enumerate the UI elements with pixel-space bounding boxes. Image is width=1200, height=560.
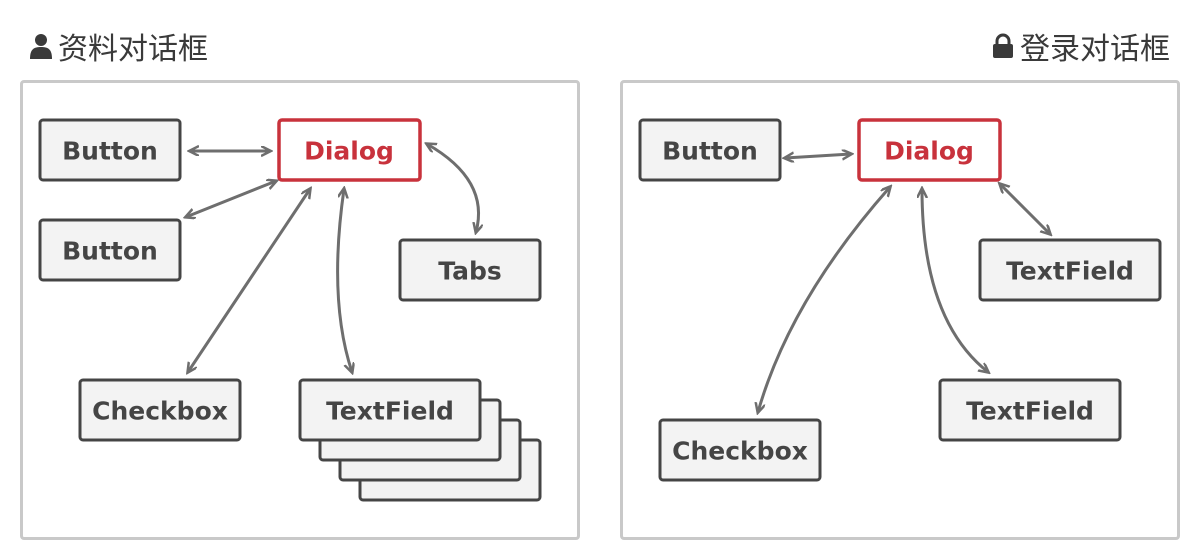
node-label: Button bbox=[62, 237, 158, 266]
panel-title-text: 资料对话框 bbox=[58, 32, 208, 67]
edge-group-left bbox=[186, 144, 479, 372]
dialog-node: Dialog bbox=[857, 118, 1002, 182]
lock-icon bbox=[992, 33, 1014, 59]
textfield-node: TextField bbox=[978, 238, 1162, 302]
panel-title-text: 登录对话框 bbox=[1020, 32, 1170, 67]
node-label: TextField bbox=[966, 397, 1094, 426]
edge-dialog-tabs bbox=[427, 144, 479, 232]
button-node: Button bbox=[38, 218, 182, 282]
node-label: TextField bbox=[1006, 257, 1134, 286]
checkbox-node: Checkbox bbox=[78, 378, 242, 442]
node-label: Tabs bbox=[438, 257, 501, 286]
button-node: Button bbox=[638, 118, 782, 182]
edge-dialog-textfield bbox=[336, 189, 352, 372]
textfield-node: TextField bbox=[938, 378, 1122, 442]
user-icon bbox=[30, 33, 52, 59]
node-label: Checkbox bbox=[672, 437, 808, 466]
node-label: Dialog bbox=[304, 137, 394, 166]
node-label: Checkbox bbox=[92, 397, 228, 426]
edge-dialog-button bbox=[785, 154, 851, 158]
node-label: Button bbox=[662, 137, 758, 166]
button-node: Button bbox=[38, 118, 182, 182]
checkbox-node: Checkbox bbox=[658, 418, 822, 482]
edge-dialog-checkbox bbox=[758, 187, 890, 412]
tabs-node: Tabs bbox=[398, 238, 542, 302]
login-dialog-title: 登录对话框 bbox=[992, 24, 1170, 68]
node-label: TextField bbox=[326, 397, 454, 426]
edge-dialog-textfield-1 bbox=[1000, 184, 1050, 234]
profile-dialog-title: 资料对话框 bbox=[30, 24, 208, 68]
node-label: Dialog bbox=[884, 137, 974, 166]
dialog-node: Dialog bbox=[277, 118, 422, 182]
edge-dialog-button-2 bbox=[186, 181, 276, 217]
node-label: Button bbox=[62, 137, 158, 166]
edge-dialog-textfield-2 bbox=[922, 189, 988, 372]
edge-group-right bbox=[758, 154, 1050, 412]
textfield-node: TextField bbox=[298, 378, 482, 442]
edge-dialog-checkbox bbox=[188, 189, 310, 372]
